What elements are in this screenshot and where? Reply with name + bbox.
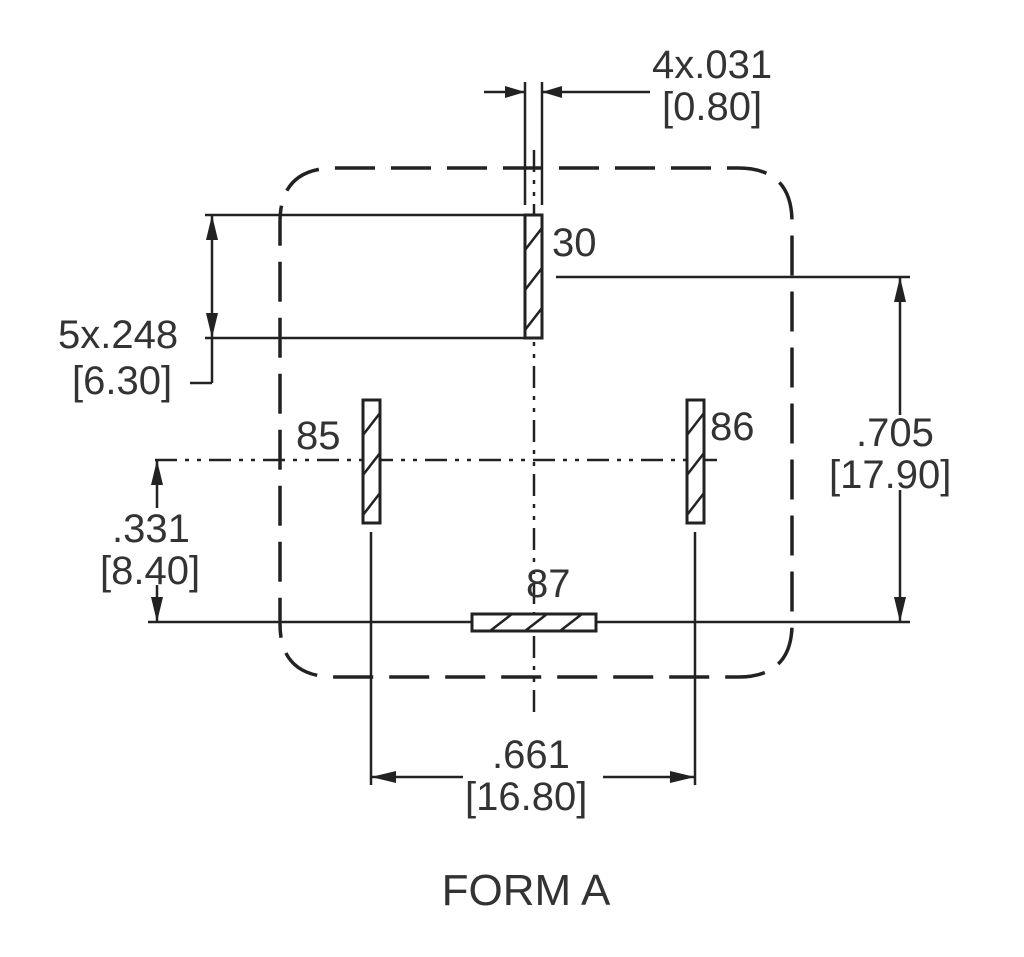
pin-86: [685, 398, 706, 525]
dim-horizontal-85-86-mm: [16.80]: [465, 775, 587, 819]
dim-pin-width-inch: 4x.031: [652, 43, 772, 87]
pin-85-label: 85: [296, 414, 341, 458]
dim-pin-length-inch: 5x.248: [58, 313, 178, 357]
dim-pin-length: [190, 213, 525, 385]
dim-horizontal-85-86-inch: .661: [492, 733, 570, 777]
dim-vertical-85-87-inch: .331: [112, 507, 190, 551]
pin-87: [470, 612, 598, 633]
dim-horizontal-85-86: [369, 532, 697, 785]
dim-vertical-30-87: [556, 275, 910, 624]
dim-vertical-85-87: [148, 460, 472, 624]
pin-30: [523, 213, 544, 340]
dim-vertical-85-87-mm: [8.40]: [100, 549, 200, 593]
dim-vertical-30-87-inch: .705: [856, 411, 934, 455]
pin-87-label: 87: [526, 562, 571, 606]
dim-pin-width-mm: [0.80]: [662, 85, 762, 129]
dim-pin-width: [484, 82, 650, 205]
pin-85: [361, 398, 382, 525]
figure-caption: FORM A: [442, 866, 611, 915]
pin-30-label: 30: [552, 221, 597, 265]
relay-body-outline: [278, 166, 794, 679]
pin-86-label: 86: [710, 405, 755, 449]
dim-vertical-30-87-mm: [17.90]: [829, 453, 951, 497]
dim-pin-length-mm: [6.30]: [72, 359, 172, 403]
